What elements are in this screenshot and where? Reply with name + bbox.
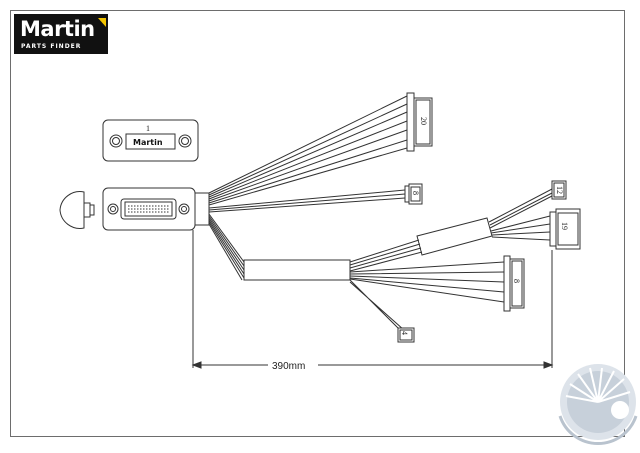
knob bbox=[59, 191, 95, 229]
label-connector-20: 20 bbox=[419, 117, 428, 125]
drawing-frame bbox=[10, 10, 625, 437]
label-connector-4: 4 bbox=[400, 331, 409, 335]
upper-sleeve bbox=[416, 217, 493, 256]
label-connector-lower-8: 8 bbox=[512, 279, 521, 283]
label-plate bbox=[102, 119, 199, 162]
connector-19 bbox=[549, 208, 581, 250]
label-connector-small-8: 8 bbox=[411, 191, 420, 195]
dimension-label: 390mm bbox=[272, 361, 305, 372]
plate-brand: Martin bbox=[133, 138, 163, 147]
martin-logo: Martin PARTS FINDER bbox=[14, 14, 108, 54]
connector-lower-8 bbox=[503, 255, 525, 312]
connector-4 bbox=[397, 327, 415, 343]
connector-12 bbox=[551, 180, 567, 200]
lower-sleeve bbox=[243, 259, 351, 281]
logo-flag-icon bbox=[98, 18, 106, 27]
label-connector-12: 12 bbox=[555, 186, 564, 194]
label-connector-19: 19 bbox=[560, 222, 569, 230]
plate-number: 1 bbox=[146, 124, 150, 133]
logo-brand: Martin bbox=[20, 17, 95, 41]
dimension-390mm bbox=[191, 230, 554, 369]
emblem-icon bbox=[558, 364, 638, 446]
connector-small-8 bbox=[404, 183, 423, 205]
logo-tagline: PARTS FINDER bbox=[21, 43, 82, 50]
d-sub-plate bbox=[102, 187, 210, 231]
connector-20 bbox=[406, 92, 433, 152]
